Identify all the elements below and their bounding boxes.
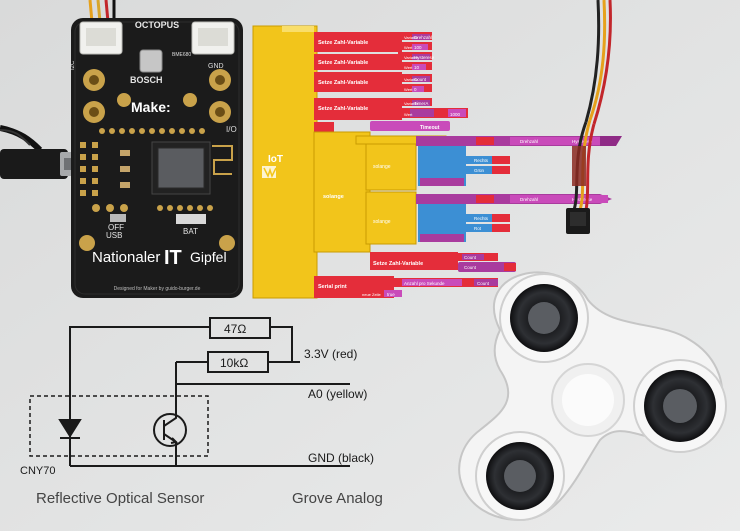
a0-label: A0 (yellow) — [308, 387, 367, 401]
make-label: Make: — [131, 99, 171, 115]
usb-label: USB — [106, 231, 122, 240]
cond-1-var: Drehzahl — [520, 197, 538, 202]
serial-text: Anzahl pro Sekunde — [404, 281, 445, 286]
row-1-value: 100 — [414, 45, 422, 50]
pin-0-side: Rechts — [474, 158, 489, 163]
row-0-label: Setze Zahl-Variable — [318, 40, 368, 46]
footer-it: IT — [164, 247, 182, 269]
board-name: OCTOPUS — [135, 20, 179, 30]
setter-blocks: Setze Zahl-Variable Variable Drehzahl We… — [314, 32, 468, 120]
pin-1-side: Rechts — [474, 216, 489, 221]
set-count-var: Count — [464, 255, 477, 260]
r2-label: 10kΩ — [220, 356, 248, 370]
vcc-label: 3.3V (red) — [304, 347, 357, 361]
pin-0-color: Grün — [474, 168, 485, 173]
bme-label: BME680 — [172, 52, 191, 58]
row-4-key: Variable — [404, 77, 419, 82]
row-3-key: Wert — [404, 65, 413, 70]
cond-1-while: solange — [373, 219, 391, 225]
cond-0-var: Drehzahl — [520, 139, 538, 144]
row-6-key: Variable — [404, 101, 419, 106]
caption-right: Grove Analog — [292, 490, 383, 507]
row-2-label: Setze Zahl-Variable — [318, 60, 368, 66]
row-2-value: Hysterese — [414, 55, 435, 60]
row-0-key: Variable — [404, 35, 419, 40]
r1-label: 47Ω — [224, 322, 246, 336]
row-0-value: Drehzahl — [414, 35, 432, 40]
bosch-label: BOSCH — [130, 75, 163, 85]
gnd-label: GND — [208, 63, 224, 70]
caption-left: Reflective Optical Sensor — [36, 490, 204, 507]
row-2-key: Variable — [404, 55, 419, 60]
fine-print: Designed for Maker by guido-burger.de — [114, 286, 201, 292]
row-4-value: Count — [414, 77, 427, 82]
serial-label: Serial print — [318, 284, 347, 290]
cond-0-while: solange — [373, 164, 391, 170]
footer-right: Gipfel — [190, 249, 227, 265]
while-label: solange — [323, 194, 344, 200]
row-4-label: Setze Zahl-Variable — [318, 80, 368, 86]
footer-left: Nationaler — [92, 249, 160, 266]
off-label: OFF — [108, 223, 124, 232]
set-count-expr: Count — [464, 265, 477, 270]
schematic-labels: 47Ω 10kΩ 3.3V (red) A0 (yellow) GND (bla… — [20, 322, 383, 507]
row-7-key: Wert — [404, 112, 413, 117]
io-label: I/O — [226, 125, 237, 134]
set-count-label: Setze Zahl-Variable — [373, 261, 423, 267]
row-5-value: 0 — [414, 87, 417, 92]
bat-label: BAT — [183, 227, 198, 236]
part-label: CNY70 — [20, 465, 55, 477]
iot-label: IoT — [268, 154, 283, 165]
row-6-label: Setze Zahl-Variable — [318, 106, 368, 112]
i2c-label-left: I2C — [70, 60, 76, 70]
true-label: true — [387, 292, 395, 297]
serial-var: Count — [477, 281, 490, 286]
octopus-board: OCTOPUS BME680 BOSCH Make: I2C GND I/O — [70, 0, 243, 298]
schematic — [29, 317, 350, 467]
fidget-spinner — [458, 271, 727, 522]
sensor-wires — [566, 0, 612, 234]
row-6-value: TimerA — [414, 101, 428, 106]
newline-label: neue Zeile — [362, 292, 381, 297]
timeout-label: Timeout — [420, 125, 440, 131]
block-program: IoT Setze Zahl-Variable V — [252, 25, 622, 299]
row-7-value: 1000 — [450, 112, 461, 117]
cond-0-hyst: Hysterese — [572, 139, 593, 144]
row-3-value: 10 — [414, 65, 420, 70]
row-5-key: Wert — [404, 87, 413, 92]
gnd-label: GND (black) — [308, 451, 374, 465]
pin-1-color: Rot — [474, 226, 482, 231]
row-1-key: Wert — [404, 45, 413, 50]
